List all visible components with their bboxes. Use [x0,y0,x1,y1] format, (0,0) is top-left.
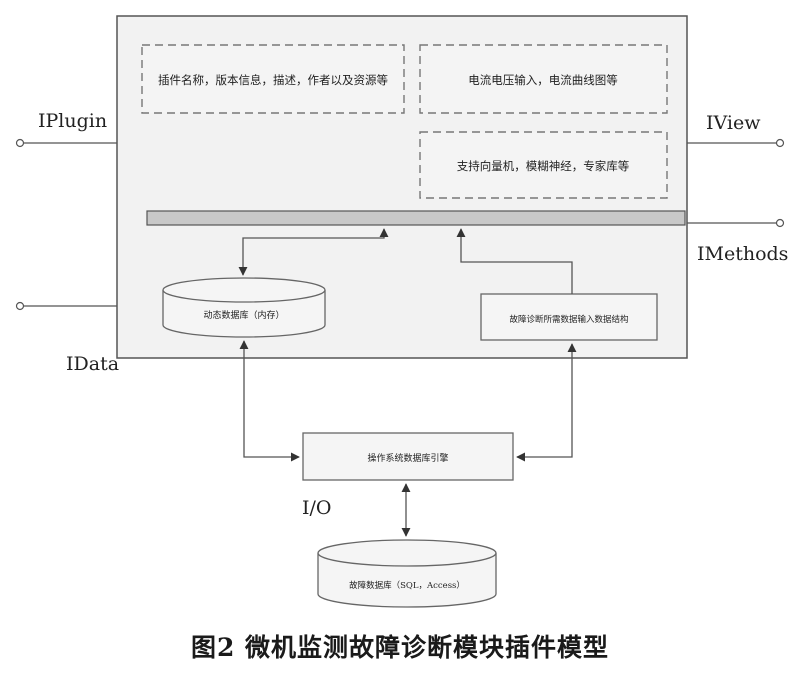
os-engine-text: 操作系统数据库引擎 [367,452,448,464]
diag-struct-text: 故障诊断所需数据输入数据结构 [509,314,628,325]
fault-db-cylinder [317,539,497,608]
fault-db-text: 故障数据库（SQL，Access） [349,580,465,591]
engine-to-diag-struct-arrow [516,343,577,462]
iview-port [687,138,785,148]
io-label: I/O [302,497,331,519]
imethods-port [687,218,785,228]
diag-struct-box [480,293,658,341]
bus-bar [146,210,686,226]
dynamic-db-text: 动态数据库（内存） [203,309,284,321]
plugin-info-box [141,44,405,114]
dynamic-db-to-engine-arrow [239,340,300,462]
current-voltage-text: 电流电压输入，电流曲线图等 [468,73,618,87]
iview-label: IView [706,112,761,134]
figure-caption: 图2 微机监测故障诊断模块插件模型 [190,633,610,662]
diag-struct-to-bus-arrow [456,228,573,294]
current-voltage-box [419,44,668,114]
os-engine-box [302,432,514,481]
plugin-info-text: 插件名称，版本信息，描述，作者以及资源等 [158,73,388,87]
idata-label: IData [66,353,119,375]
dynamic-db-to-bus-arrow [238,228,389,276]
methods-text: 支持向量机，模糊神经，专家库等 [457,159,630,173]
dynamic-db-cylinder [162,277,326,338]
methods-box [419,131,668,199]
idata-port [15,301,117,311]
imethods-label: IMethods [697,243,788,265]
iplugin-label: IPlugin [38,110,107,132]
iplugin-port [15,138,117,148]
